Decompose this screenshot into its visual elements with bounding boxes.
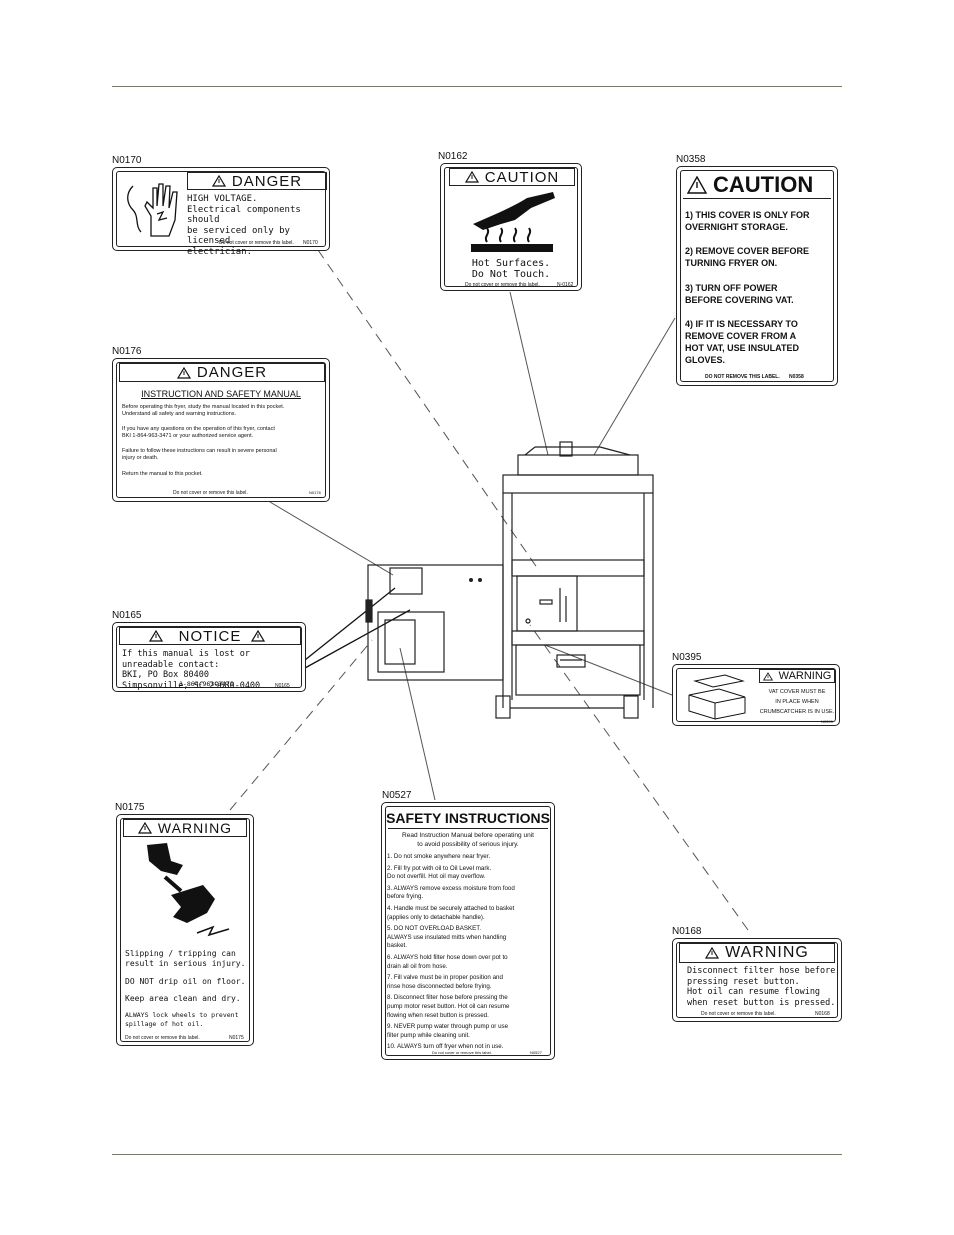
- list-item: 4. Handle must be securely attached to b…: [387, 904, 515, 921]
- label-n0358-item-3: 3) TURN OFF POWER BEFORE COVERING VAT.: [685, 283, 794, 305]
- label-n0175-footer-code: N0175: [229, 1035, 244, 1041]
- label-n0165-header: NOTICE: [119, 627, 301, 645]
- warning-triangle-icon: [137, 822, 152, 834]
- label-n0168: WARNING Disconnect filter hose before pr…: [672, 938, 842, 1022]
- warning-triangle-icon: [705, 947, 720, 959]
- list-item: 7. Fill valve must be in proper position…: [387, 974, 503, 990]
- label-n0527-intro: Read Instruction Manual before operating…: [402, 832, 534, 848]
- label-n0527-footer-code: N0527: [530, 1050, 542, 1055]
- list-item: 1. Do not smoke anywhere near fryer.: [387, 853, 491, 860]
- label-n0527-list: 1. Do not smoke anywhere near fryer. 2. …: [387, 853, 551, 1055]
- label-n0175-p1: Slipping / tripping can result in seriou…: [125, 949, 246, 968]
- label-n0358-header: CAUTION: [683, 171, 831, 199]
- label-n0162-footer: Do not cover or remove this label.: [465, 282, 540, 288]
- hot-surface-icon: [471, 192, 555, 252]
- label-n0527-header: SAFETY INSTRUCTIONS: [386, 807, 550, 829]
- label-n0162-footer-code: N-0162: [557, 282, 574, 288]
- vat-cover-icon: [688, 674, 746, 720]
- warning-triangle-icon: [176, 366, 191, 379]
- label-n0395-footer-code: N0395: [821, 719, 833, 724]
- list-item: 3. ALWAYS remove excess moisture from fo…: [387, 884, 515, 901]
- label-n0162: CAUTION Hot Surfaces. Do Not Touch. Do n…: [440, 163, 582, 291]
- label-n0358-item-2: 2) REMOVE COVER BEFORE TURNING FRYER ON.: [685, 246, 810, 268]
- label-n0358-item-4: 4) IF IT IS NECESSARY TO REMOVE COVER FR…: [685, 319, 800, 365]
- hand-shock-icon: [127, 183, 178, 237]
- warning-triangle-icon: [148, 630, 163, 642]
- list-item: 8. Disconnect filter hose before pressin…: [387, 994, 510, 1019]
- label-n0175-p2: DO NOT drip oil on floor.: [125, 977, 246, 986]
- label-n0395: WARNING VAT COVER MUST BE IN PLACE WHEN …: [672, 664, 840, 726]
- label-n0395-body: VAT COVER MUST BE IN PLACE WHEN CRUMBCAT…: [759, 689, 835, 715]
- label-n0358-item-1: 1) THIS COVER IS ONLY FOR OVERNIGHT STOR…: [685, 210, 810, 232]
- label-n0168-header: WARNING: [679, 943, 835, 963]
- label-n0170-footer: Do not cover or remove this label.: [219, 240, 294, 246]
- label-n0175-code: N0175: [115, 802, 145, 813]
- label-n0165-body: If this manual is lost or unreadable con…: [122, 649, 261, 691]
- label-n0175-p4: ALWAYS lock wheels to prevent spillage o…: [125, 1011, 239, 1028]
- label-n0165-footer-code: N0165: [275, 683, 290, 689]
- label-n0176: DANGER INSTRUCTION AND SAFETY MANUAL Bef…: [112, 358, 330, 502]
- label-n0162-code: N0162: [438, 151, 468, 162]
- slipping-person-icon: [147, 843, 230, 937]
- label-n0358-footer-code: N0358: [789, 374, 804, 380]
- label-n0176-p1: Before operating this fryer, study the m…: [122, 404, 285, 417]
- label-n0170-footer-code: N0170: [303, 240, 318, 246]
- label-n0168-footer: Do not cover or remove this label.: [701, 1011, 776, 1017]
- warning-triangle-icon: [687, 175, 707, 194]
- label-n0175-header: WARNING: [123, 819, 247, 837]
- label-n0527: SAFETY INSTRUCTIONS Read Instruction Man…: [381, 802, 555, 1060]
- warning-triangle-icon: [251, 630, 266, 642]
- label-n0527-code: N0527: [382, 790, 412, 801]
- label-n0170-code: N0170: [112, 155, 142, 166]
- label-n0176-p3: Failure to follow these instructions can…: [122, 448, 277, 461]
- list-item: 5. DO NOT OVERLOAD BASKET. ALWAYS use in…: [387, 925, 507, 950]
- label-n0170: DANGER HIGH VOLTAGE. Electrical componen…: [112, 167, 330, 257]
- label-n0168-footer-code: N0168: [815, 1011, 830, 1017]
- warning-triangle-icon: [762, 671, 773, 680]
- warning-triangle-icon: [464, 171, 479, 183]
- label-n0175-p3: Keep area clean and dry.: [125, 994, 241, 1003]
- label-n0176-p2: If you have any questions on the operati…: [122, 426, 275, 439]
- label-n0176-footer-code: N0176: [309, 490, 321, 495]
- list-item: 9. NEVER pump water through pump or use …: [387, 1023, 509, 1039]
- label-n0176-footer: Do not cover or remove this label.: [173, 490, 248, 496]
- bottom-rule: [112, 1154, 842, 1155]
- label-n0395-header: WARNING: [759, 669, 835, 683]
- list-item: 10. ALWAYS turn off fryer when not in us…: [387, 1043, 504, 1051]
- label-n0358: CAUTION 1) THIS COVER IS ONLY FOR OVERNI…: [676, 166, 838, 386]
- label-n0395-code: N0395: [672, 652, 702, 663]
- label-n0168-code: N0168: [672, 926, 702, 937]
- list-item: 6. ALWAYS hold filter hose down over pot…: [387, 953, 508, 970]
- label-n0170-header: DANGER: [187, 172, 327, 190]
- label-n0168-body: Disconnect filter hose before pressing r…: [687, 966, 836, 1008]
- label-n0176-p4: Return the manual to this pocket.: [122, 471, 203, 477]
- list-item: 2. Fill fry pot with oil to Oil Level ma…: [387, 864, 492, 881]
- label-n0162-body: Hot Surfaces. Do Not Touch.: [471, 258, 551, 280]
- label-n0165-code: N0165: [112, 610, 142, 621]
- label-n0358-code: N0358: [676, 154, 706, 165]
- label-n0175: WARNING Slipping / tripping can result i…: [116, 814, 254, 1046]
- label-n0170-body: HIGH VOLTAGE. Electrical components shou…: [187, 194, 301, 257]
- label-n0358-footer: DO NOT REMOVE THIS LABEL.: [705, 374, 780, 380]
- top-rule: [112, 86, 842, 87]
- warning-triangle-icon: [211, 175, 226, 187]
- label-n0165: NOTICE If this manual is lost or unreada…: [112, 622, 306, 692]
- label-n0527-footer: Do not cover or remove this label.: [432, 1050, 492, 1055]
- label-n0176-subheader: INSTRUCTION AND SAFETY MANUAL: [141, 389, 301, 399]
- label-n0162-header: CAUTION: [449, 168, 575, 186]
- label-n0165-phone: 1-864-963-3471: [179, 680, 234, 688]
- label-n0176-header: DANGER: [119, 363, 325, 382]
- label-n0176-code: N0176: [112, 346, 142, 357]
- label-n0175-footer: Do not cover or remove this label.: [125, 1035, 200, 1041]
